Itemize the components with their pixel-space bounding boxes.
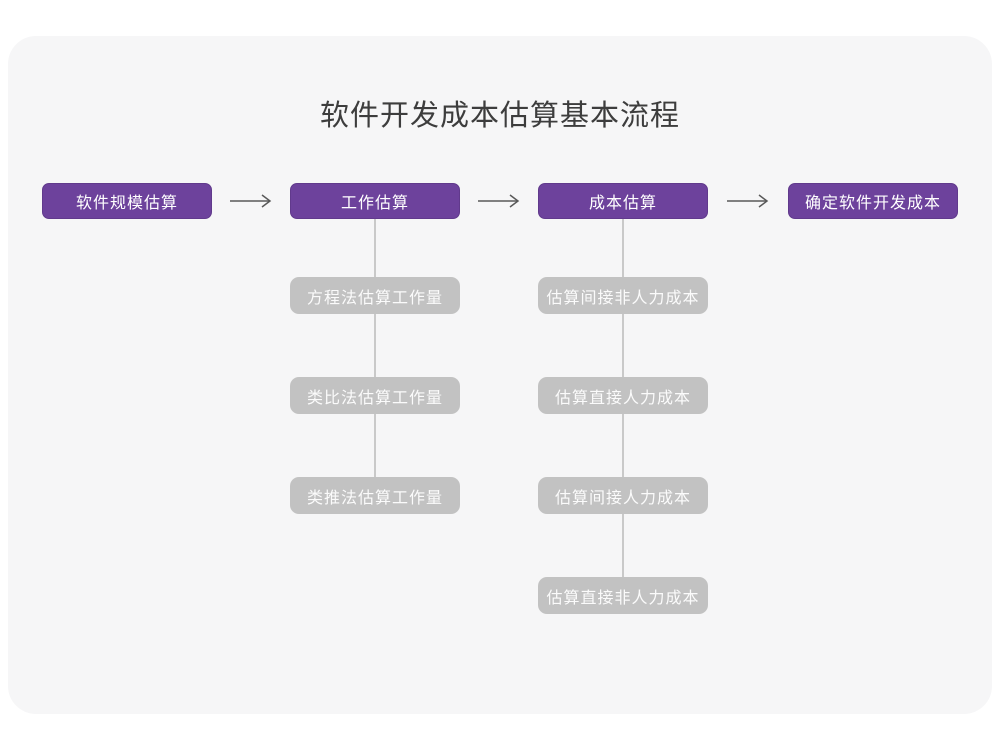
substep-direct-nonlabor-cost: 估算直接非人力成本 bbox=[538, 577, 708, 614]
arrow-right-icon bbox=[478, 194, 520, 208]
substep-analogy-method: 类比法估算工作量 bbox=[290, 377, 460, 414]
step-software-size-estimation: 软件规模估算 bbox=[42, 183, 212, 219]
flowchart-card bbox=[8, 36, 992, 714]
substep-direct-labor-cost: 估算直接人力成本 bbox=[538, 377, 708, 414]
page-title: 软件开发成本估算基本流程 bbox=[319, 100, 680, 132]
substep-indirect-labor-cost: 估算间接人力成本 bbox=[538, 477, 708, 514]
substep-extrapolation-method: 类推法估算工作量 bbox=[290, 477, 460, 514]
step-work-estimation: 工作估算 bbox=[290, 183, 460, 219]
arrow-right-icon bbox=[230, 194, 272, 208]
substep-equation-method: 方程法估算工作量 bbox=[290, 277, 460, 314]
connector-line-work bbox=[374, 219, 376, 479]
step-determine-dev-cost: 确定软件开发成本 bbox=[788, 183, 958, 219]
arrow-right-icon bbox=[727, 194, 769, 208]
step-cost-estimation: 成本估算 bbox=[538, 183, 708, 219]
substep-indirect-nonlabor-cost: 估算间接非人力成本 bbox=[538, 277, 708, 314]
